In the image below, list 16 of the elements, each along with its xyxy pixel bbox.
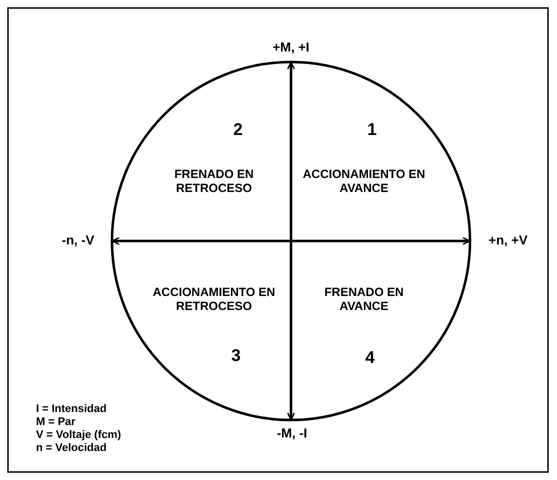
axis-label: -n, -V [62, 234, 94, 248]
quadrant-number: 4 [365, 348, 375, 368]
quadrant-number: 2 [233, 120, 243, 140]
axis-label: +M, +I [272, 40, 310, 56]
quadrant-number: 3 [231, 346, 241, 366]
axis-label: -M, -I [276, 426, 308, 442]
quadrant-label: FRENADO EN RETROCESO [173, 168, 255, 196]
quadrant-label: ACCIONAMIENTO EN RETROCESO [152, 286, 276, 314]
legend-text: I = Intensidad [36, 404, 107, 415]
legend-text: n = Velocidad [36, 443, 107, 454]
quadrant-label: FRENADO EN AVANCE [324, 286, 404, 314]
axis-label: +n, +V [488, 234, 528, 248]
quadrant-number: 1 [367, 120, 377, 140]
legend-text: V = Voltaje (fcm) [36, 430, 122, 441]
quadrant-label: ACCIONAMIENTO EN AVANCE [302, 168, 426, 196]
legend-text: M = Par [36, 417, 76, 428]
